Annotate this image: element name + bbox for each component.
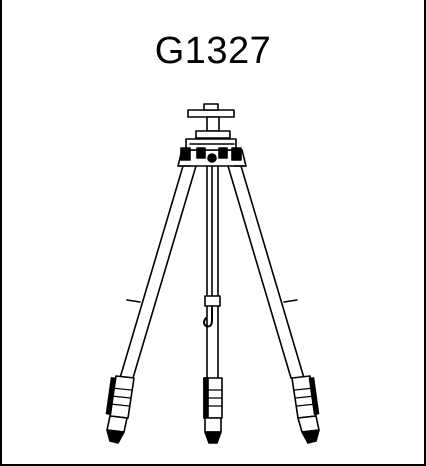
tripod-spider (177, 138, 247, 167)
center-column (203, 165, 221, 379)
product-model-title: G1327 (154, 30, 272, 72)
tripod-leg-right (227, 165, 320, 444)
tripod-leg-left (105, 165, 197, 444)
tripod-head (187, 103, 235, 139)
tripod-leg-rear (203, 377, 223, 444)
